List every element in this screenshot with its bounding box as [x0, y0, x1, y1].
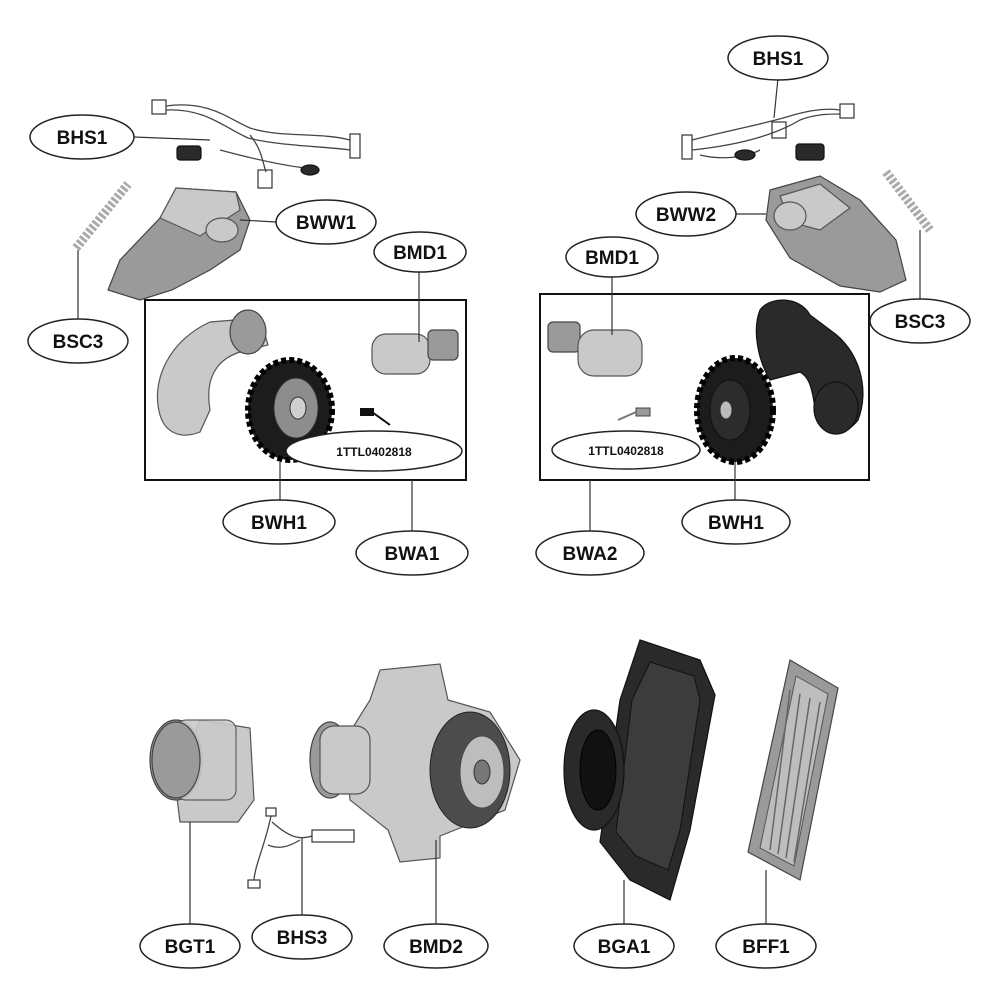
- callout-text: BSC3: [53, 332, 104, 353]
- bww2-housing: [765, 175, 907, 293]
- callout-bmd2: BMD2: [383, 923, 489, 969]
- bsc3-left-spring: [72, 181, 132, 251]
- bww1-housing: [107, 187, 251, 301]
- bmd1-left-motor: [371, 329, 459, 375]
- callout-text: BWA2: [563, 544, 618, 565]
- callout-text: BSC3: [895, 312, 946, 333]
- callout-bhs1-right: BHS1: [727, 35, 829, 81]
- screw-left: [360, 408, 391, 426]
- callout-text: BWA1: [385, 544, 440, 565]
- callout-text: BWH1: [251, 513, 307, 534]
- bwh1-left-wheel: [245, 357, 335, 463]
- hub-left: [156, 309, 269, 436]
- bwa1-box: [144, 299, 467, 481]
- callout-text: BHS1: [57, 128, 108, 149]
- bsc3-right-spring: [882, 169, 934, 233]
- callout-bww1: BWW1: [275, 199, 377, 245]
- hub-right: [755, 299, 864, 435]
- bwh1-right-wheel: [694, 355, 776, 465]
- callout-text: BFF1: [742, 937, 790, 958]
- callout-text: BMD2: [409, 937, 463, 958]
- callout-bmd1-right: BMD1: [565, 236, 659, 278]
- bhs1-left-harness: [151, 99, 361, 189]
- callout-text: BHS3: [277, 928, 328, 949]
- bhs1-right-harness: [681, 103, 855, 161]
- callout-bww2: BWW2: [635, 191, 737, 237]
- bmd2-motor: [309, 663, 521, 863]
- callout-bwh1-right: BWH1: [681, 499, 791, 545]
- bff1-filter: [747, 659, 839, 881]
- callout-text: BGA1: [598, 937, 651, 958]
- callout-text: 1TTL0402818: [588, 444, 664, 458]
- callout-bmd1-left: BMD1: [373, 231, 467, 273]
- callout-bff1: BFF1: [715, 923, 817, 969]
- callout-text: BWW2: [656, 205, 716, 226]
- callout-bwh1-left: BWH1: [222, 499, 336, 545]
- callout-bhs1-left: BHS1: [29, 114, 135, 160]
- bwa2-box: [539, 293, 870, 481]
- callout-text: BHS1: [753, 49, 804, 70]
- callout-screw-left: 1TTL0402818: [285, 430, 463, 472]
- callout-text: 1TTL0402818: [336, 445, 412, 459]
- callout-text: BMD1: [393, 243, 447, 264]
- bmd1-right-motor: [547, 321, 643, 377]
- callout-screw-right: 1TTL0402818: [551, 430, 701, 470]
- callout-bwa2: BWA2: [535, 530, 645, 576]
- callout-text: BWH1: [708, 513, 764, 534]
- callout-text: BMD1: [585, 248, 639, 269]
- callout-bwa1: BWA1: [355, 530, 469, 576]
- bhs3-harness: [247, 807, 355, 889]
- callout-bhs3: BHS3: [251, 914, 353, 960]
- callout-bga1: BGA1: [573, 923, 675, 969]
- callout-bsc3-right: BSC3: [869, 298, 971, 344]
- bga1-part: [563, 639, 716, 901]
- screw-right: [617, 407, 651, 421]
- callout-bsc3-left: BSC3: [27, 318, 129, 364]
- callout-text: BGT1: [165, 937, 216, 958]
- callout-text: BWW1: [296, 213, 357, 234]
- callout-bgt1: BGT1: [139, 923, 241, 969]
- bgt1-part: [149, 719, 255, 823]
